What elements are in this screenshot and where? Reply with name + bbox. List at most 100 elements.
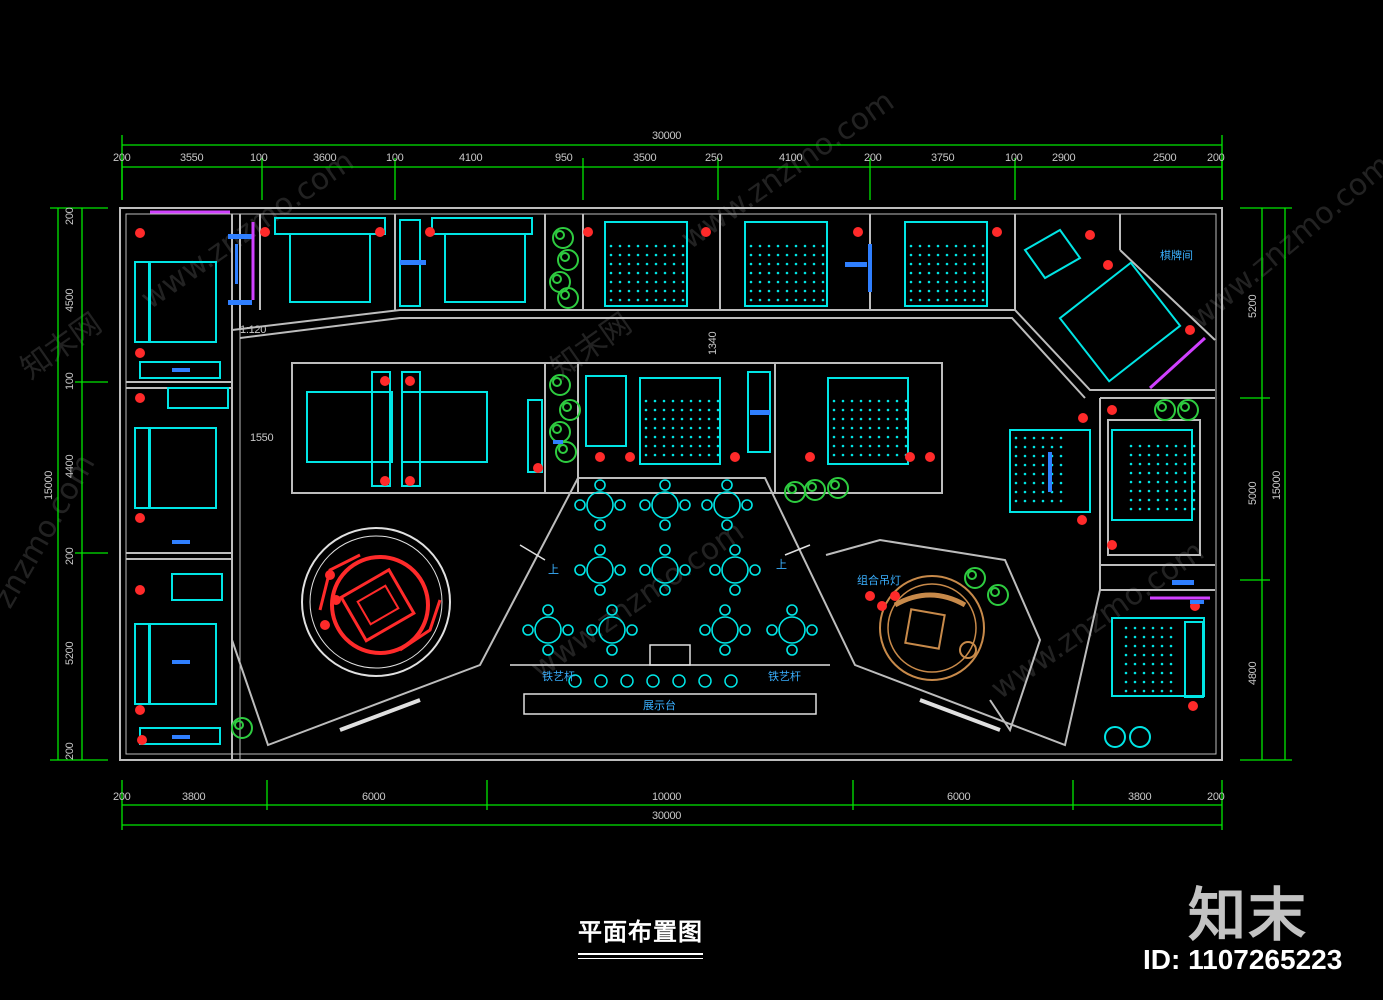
bed-left-2 bbox=[149, 427, 217, 509]
dim-top-10: 4100 bbox=[779, 152, 802, 164]
dining-chair bbox=[522, 624, 534, 636]
bed-dot bbox=[821, 253, 825, 257]
bed-dot bbox=[618, 271, 622, 275]
bed-dot bbox=[1129, 498, 1133, 502]
dim-left-4: 4400 bbox=[64, 455, 76, 478]
red-marker bbox=[137, 735, 147, 745]
red-marker bbox=[1107, 540, 1117, 550]
bed-dot bbox=[627, 289, 631, 293]
bed-dot bbox=[758, 280, 762, 284]
red-marker bbox=[730, 452, 740, 462]
red-marker bbox=[375, 227, 385, 237]
bed-center-4 bbox=[827, 377, 909, 465]
bed-dot bbox=[671, 435, 675, 439]
bed-dot bbox=[1169, 662, 1173, 666]
bed-dot bbox=[1174, 480, 1178, 484]
dining-chair bbox=[766, 624, 778, 636]
bed-dot bbox=[707, 444, 711, 448]
bed-dot bbox=[904, 444, 908, 448]
dim-left-6: 5200 bbox=[64, 642, 76, 665]
red-marker bbox=[1185, 325, 1195, 335]
dining-table bbox=[651, 491, 679, 519]
bed-dot bbox=[1059, 445, 1063, 449]
plant bbox=[1177, 399, 1199, 421]
bed-dot bbox=[654, 289, 658, 293]
bed-dot bbox=[1151, 653, 1155, 657]
bed-dot bbox=[859, 435, 863, 439]
bed-dot bbox=[936, 280, 940, 284]
red-marker bbox=[890, 591, 900, 601]
bed-dot bbox=[672, 244, 676, 248]
bed-dot bbox=[1142, 662, 1146, 666]
bed-dot bbox=[794, 298, 798, 302]
bed-dot bbox=[680, 417, 684, 421]
bed-dot bbox=[904, 408, 908, 412]
bed-dot bbox=[1023, 436, 1027, 440]
watermark-6: www.znzmo.com bbox=[525, 514, 751, 687]
dim-bottom-5: 6000 bbox=[947, 791, 970, 803]
bed-dot bbox=[821, 280, 825, 284]
bed-dot bbox=[1147, 480, 1151, 484]
bed-dot bbox=[644, 444, 648, 448]
bed-dot bbox=[1165, 480, 1169, 484]
plant bbox=[557, 287, 579, 309]
bed-dot bbox=[954, 280, 958, 284]
bed-dot bbox=[1129, 489, 1133, 493]
bed-right-3 bbox=[1111, 617, 1205, 697]
labels: 上 上 铁艺杆 铁艺杆 展示台 组合吊灯 棋牌间 bbox=[542, 248, 1193, 712]
drawing-title: 平面布置图 bbox=[578, 912, 703, 959]
dim-right-2: 5000 bbox=[1247, 482, 1259, 505]
bed-dot bbox=[644, 408, 648, 412]
plant-leaf bbox=[830, 480, 840, 490]
bed-dot bbox=[672, 289, 676, 293]
bed-dot bbox=[1183, 480, 1187, 484]
bed-dot bbox=[1124, 653, 1128, 657]
dining-chair bbox=[721, 519, 733, 531]
bed-dot bbox=[785, 271, 789, 275]
bed-dot bbox=[663, 289, 667, 293]
bed-dot bbox=[877, 408, 881, 412]
bed-dot bbox=[886, 408, 890, 412]
bed-dot bbox=[716, 426, 720, 430]
bed-dot bbox=[895, 408, 899, 412]
bed-dot bbox=[1133, 635, 1137, 639]
bed-dot bbox=[654, 298, 658, 302]
bed-dot bbox=[707, 417, 711, 421]
blue-fixture bbox=[172, 368, 190, 372]
bed-dot bbox=[803, 253, 807, 257]
bed-dot bbox=[803, 298, 807, 302]
dining-chair bbox=[594, 544, 606, 556]
bed-dot bbox=[1192, 444, 1196, 448]
blue-fixture bbox=[845, 262, 867, 267]
bed-dot bbox=[1169, 653, 1173, 657]
bed-dot bbox=[812, 280, 816, 284]
bed-dot bbox=[1023, 490, 1027, 494]
plant-leaf bbox=[990, 587, 1000, 597]
bed-dot bbox=[936, 271, 940, 275]
bed-dot bbox=[653, 408, 657, 412]
bed-dot bbox=[698, 399, 702, 403]
bed-dot bbox=[1041, 463, 1045, 467]
label-room-top-right: 棋牌间 bbox=[1160, 248, 1193, 262]
bed-dot bbox=[698, 453, 702, 457]
bed-dot bbox=[945, 289, 949, 293]
bed-dot bbox=[945, 271, 949, 275]
bed-dot bbox=[1133, 662, 1137, 666]
bed-dot bbox=[1147, 498, 1151, 502]
bed-dot bbox=[1183, 471, 1187, 475]
red-marker bbox=[1085, 230, 1095, 240]
bed-dot bbox=[749, 280, 753, 284]
red-marker bbox=[380, 376, 390, 386]
dining-chair bbox=[614, 499, 626, 511]
bed-dot bbox=[1156, 453, 1160, 457]
bed-dot bbox=[868, 444, 872, 448]
bar-stool bbox=[724, 674, 738, 688]
dining-chair bbox=[574, 499, 586, 511]
watermarks: www.znzmo.com www.znzmo.com www.znzmo.co… bbox=[0, 84, 1383, 707]
bed-dot bbox=[895, 444, 899, 448]
bed-dot bbox=[909, 271, 913, 275]
blue-fixture bbox=[553, 440, 563, 444]
bed-dot bbox=[707, 399, 711, 403]
bed-dot bbox=[681, 271, 685, 275]
bed-dot bbox=[918, 262, 922, 266]
